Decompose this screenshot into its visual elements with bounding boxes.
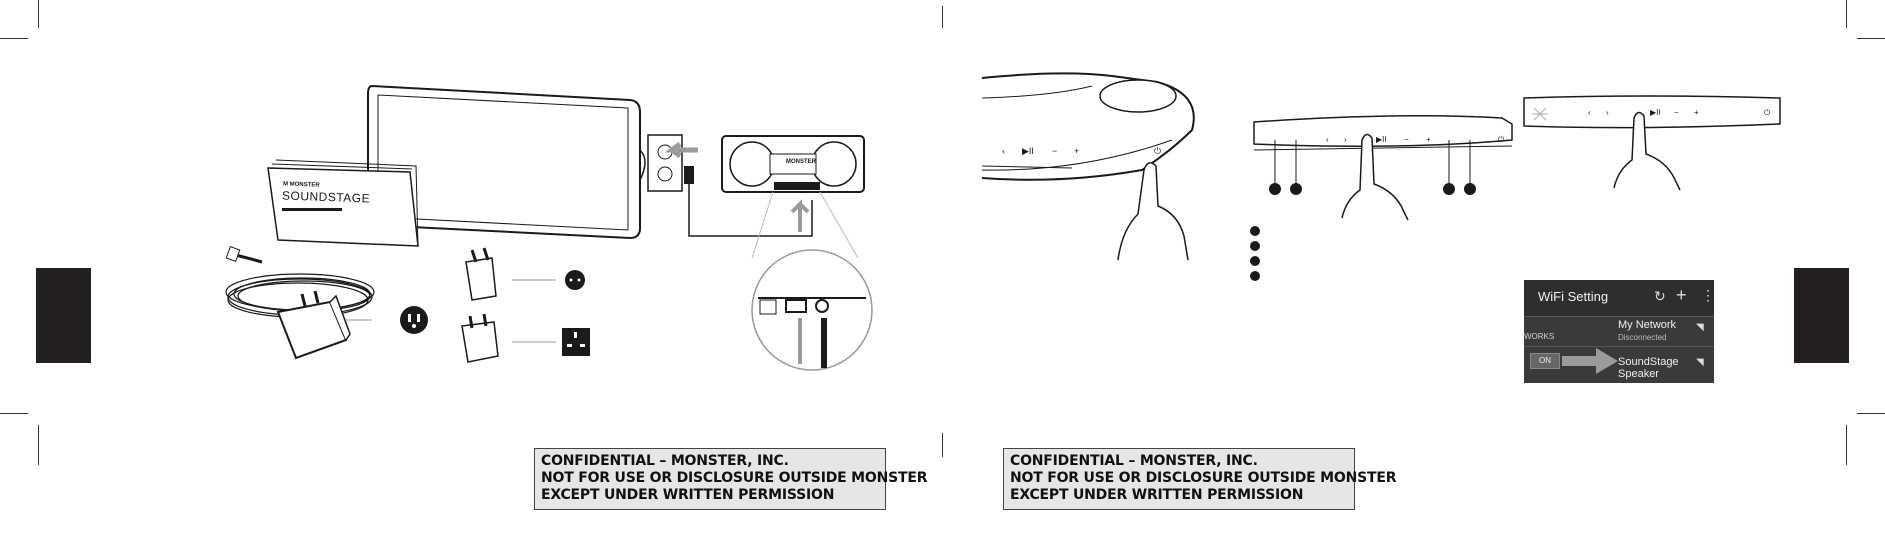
more-menu-icon[interactable]: ⋮: [1701, 287, 1715, 303]
network-name[interactable]: SoundStage Speaker: [1618, 356, 1679, 380]
power-icon[interactable]: ⏻: [1498, 135, 1505, 144]
chapter-tab: [36, 268, 91, 363]
crop-mark: [0, 38, 28, 39]
notice-line-3: EXCEPT UNDER WRITTEN PERMISSION: [541, 487, 835, 503]
refresh-icon[interactable]: ↻: [1654, 288, 1666, 304]
center-crop-mark: [942, 6, 943, 28]
notice-line-2: NOT FOR USE OR DISCLOSURE OUTSIDE MONSTE…: [541, 470, 928, 486]
crop-mark: [1857, 413, 1885, 414]
notice-line-2: NOT FOR USE OR DISCLOSURE OUTSIDE MONSTE…: [1010, 470, 1397, 486]
crop-mark: [38, 0, 39, 28]
wifi-on-toggle[interactable]: ON: [1530, 353, 1560, 369]
volume-minus-button[interactable]: −: [1404, 135, 1409, 144]
speaker-badge: MONSTER: [786, 159, 816, 165]
prev-button[interactable]: ‹: [1002, 146, 1005, 156]
crop-mark: [38, 425, 39, 465]
volume-plus-button[interactable]: +: [1426, 135, 1431, 144]
chapter-tab: [1794, 268, 1849, 363]
network-name[interactable]: My Network: [1618, 319, 1677, 331]
button-row-panel2: ‹ › ▶II − + ⏻: [1254, 135, 1512, 147]
wifi-setting-screen: WiFi Setting ↻ + ⋮ WORKS My Network Disc…: [1524, 280, 1715, 383]
wifi-title: WiFi Setting: [1538, 289, 1609, 304]
networks-section-label: WORKS: [1524, 332, 1555, 341]
crop-mark: [0, 413, 28, 414]
manual-page-left: M MONSTER SOUNDSTAGE MONSTER CONFIDENTIA…: [0, 0, 942, 535]
play-pause-button[interactable]: ▶II: [1376, 135, 1387, 144]
button-row-panel1: ‹ ▶II − + ⏻: [982, 146, 1182, 160]
network-status: Disconnected: [1618, 333, 1667, 342]
confidential-notice: CONFIDENTIAL – MONSTER, INC. NOT FOR USE…: [1003, 448, 1397, 510]
notice-line-3: EXCEPT UNDER WRITTEN PERMISSION: [1010, 487, 1304, 503]
play-pause-button[interactable]: ▶II: [1650, 108, 1661, 117]
network-divider: [1524, 346, 1714, 347]
notice-line-1: CONFIDENTIAL – MONSTER, INC.: [541, 453, 789, 469]
volume-minus-button[interactable]: −: [1052, 146, 1058, 156]
power-icon[interactable]: ⏻: [1154, 146, 1162, 156]
crop-mark: [1846, 425, 1847, 465]
control-panel-illustrations: [981, 72, 1781, 281]
manual-page-right: ‹ ▶II − + ⏻ ‹ › ▶II − + ⏻ ‹ › ▶II − + ⏻ …: [942, 0, 1885, 535]
play-pause-button[interactable]: ▶II: [1022, 146, 1034, 156]
next-button[interactable]: ›: [1606, 108, 1609, 117]
arrow-icon: [1562, 348, 1618, 374]
center-crop-mark: [942, 433, 943, 457]
volume-plus-button[interactable]: +: [1694, 108, 1699, 117]
button-row-panel3: ‹ › ▶II − + ⏻: [1524, 108, 1780, 120]
wifi-signal-icon: ◥: [1696, 322, 1704, 333]
crop-mark: [1846, 0, 1847, 28]
crop-mark: [1857, 38, 1885, 39]
wifi-title-bar: WiFi Setting ↻ + ⋮: [1524, 280, 1715, 317]
notice-line-1: CONFIDENTIAL – MONSTER, INC.: [1010, 453, 1258, 469]
speaker-illustration: [225, 84, 873, 371]
next-button[interactable]: ›: [1344, 135, 1347, 144]
confidential-notice: CONFIDENTIAL – MONSTER, INC. NOT FOR USE…: [534, 448, 928, 510]
prev-button[interactable]: ‹: [1588, 108, 1591, 117]
prev-button[interactable]: ‹: [1326, 135, 1329, 144]
wifi-signal-icon: ◥: [1696, 357, 1704, 368]
power-icon[interactable]: ⏻: [1764, 108, 1771, 117]
add-icon[interactable]: +: [1676, 285, 1687, 305]
volume-plus-button[interactable]: +: [1074, 146, 1080, 156]
volume-minus-button[interactable]: −: [1674, 108, 1679, 117]
guide-brand: M MONSTER: [282, 181, 320, 189]
